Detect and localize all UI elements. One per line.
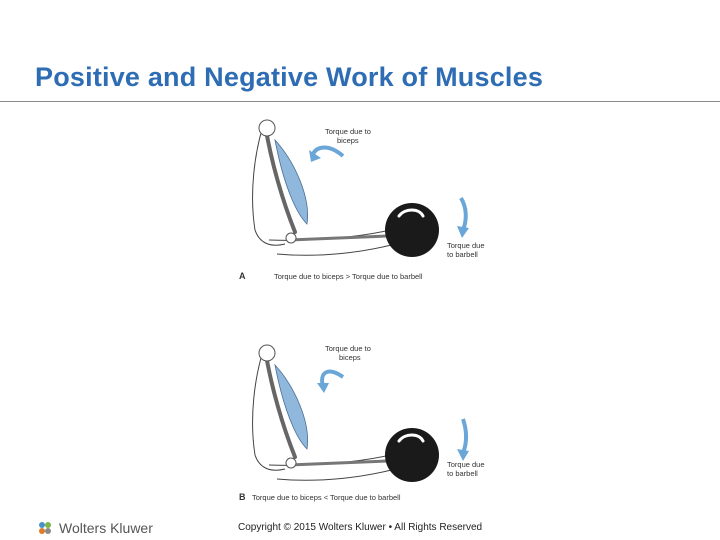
shoulder-joint [258, 119, 276, 137]
upper-arm-outline [252, 350, 286, 471]
barbell-torque-label-line2: to barbell [447, 250, 478, 259]
figure-b: Torque due to biceps Torque due to barbe… [225, 337, 495, 512]
logo-mark-icon [39, 522, 51, 534]
biceps-muscle [274, 138, 309, 225]
arm-diagram-b: Torque due to biceps Torque due to barbe… [239, 344, 485, 502]
figure-a: Torque due to biceps Torque due to barbe… [225, 112, 495, 287]
biceps-torque-arrowhead [317, 383, 329, 393]
biceps-torque-label-line1: Torque due to [325, 127, 371, 136]
barbell-torque-label-line2: to barbell [447, 469, 478, 478]
barbell-torque-arrow [461, 418, 468, 454]
barbell-highlight [397, 433, 425, 443]
slide-title: Positive and Negative Work of Muscles [35, 62, 544, 92]
arm-diagram-a: Torque due to biceps Torque due to barbe… [239, 119, 485, 281]
barbell-highlight [397, 208, 425, 218]
biceps-torque-arrow [311, 145, 345, 158]
elbow-joint [285, 457, 297, 469]
barbell-torque-arrowhead [457, 226, 469, 238]
barbell-torque-label-line1: Torque due [447, 460, 485, 469]
title-divider [0, 101, 720, 102]
barbell-torque-label-line1: Torque due [447, 241, 485, 250]
biceps-torque-label-line2: biceps [337, 136, 359, 145]
figure-letter: A [239, 271, 246, 281]
logo-text: Wolters Kluwer [59, 520, 153, 536]
barbell-torque-arrowhead [457, 449, 469, 461]
biceps-torque-label-line1: Torque due to [325, 344, 371, 353]
elbow-joint [285, 232, 297, 244]
biceps-torque-arrowhead [309, 150, 321, 162]
barbell-torque-arrow [459, 196, 468, 231]
biceps-muscle [274, 363, 309, 450]
forearm-bone [287, 459, 389, 467]
upper-arm-outline [252, 125, 286, 246]
figure-letter: B [239, 492, 246, 502]
copyright-notice: Copyright © 2015 Wolters Kluwer • All Ri… [238, 522, 483, 533]
figure-caption: Torque due to biceps > Torque due to bar… [274, 272, 423, 281]
forearm-bone [287, 234, 389, 242]
figure-caption: Torque due to biceps < Torque due to bar… [252, 493, 401, 502]
wolters-kluwer-logo: Wolters Kluwer [36, 519, 153, 537]
shoulder-joint [258, 344, 276, 362]
biceps-torque-label-line2: biceps [339, 353, 361, 362]
